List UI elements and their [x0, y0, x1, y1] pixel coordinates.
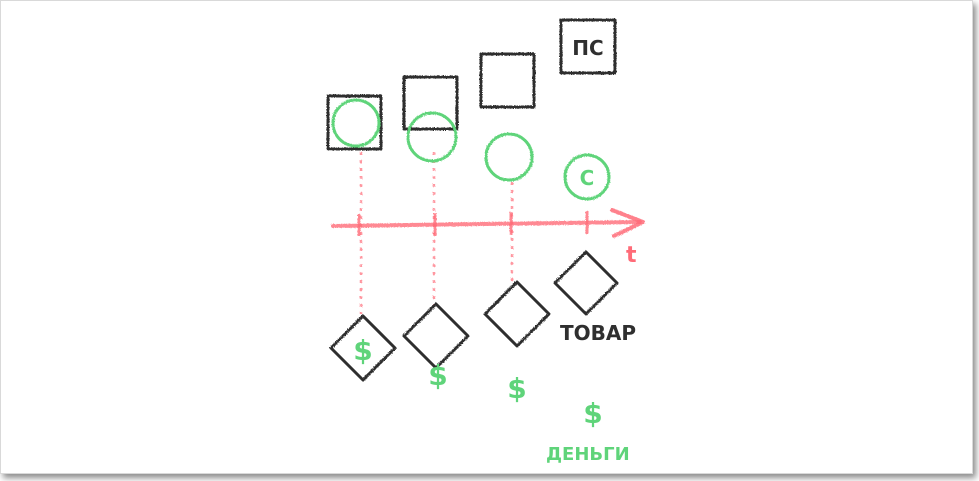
ps-label: ПС [572, 36, 603, 60]
ps-box [559, 18, 617, 75]
circle-3 [484, 132, 534, 182]
tovar-label: ТОВАР [560, 321, 636, 345]
drop-lines [359, 152, 514, 314]
circle-2 [406, 111, 458, 163]
s-circle [563, 153, 611, 201]
square-1 [326, 94, 383, 151]
dengi-label: ДЕНЬГИ [546, 444, 630, 465]
diamond-2 [402, 302, 470, 370]
circle-1 [331, 98, 381, 148]
diamond-3 [483, 280, 551, 348]
s-label: С [580, 166, 595, 190]
time-label: t [626, 243, 637, 268]
screenshot-frame [0, 0, 973, 474]
dollar-1: $ [353, 334, 372, 367]
dollar-3: $ [507, 372, 526, 405]
dollar-2: $ [428, 359, 447, 392]
square-3 [479, 52, 536, 109]
diamond-1 [329, 314, 397, 382]
dollar-4: $ [583, 397, 602, 430]
diamond-4 [553, 250, 619, 316]
square-2 [402, 75, 459, 131]
time-axis [331, 208, 645, 238]
